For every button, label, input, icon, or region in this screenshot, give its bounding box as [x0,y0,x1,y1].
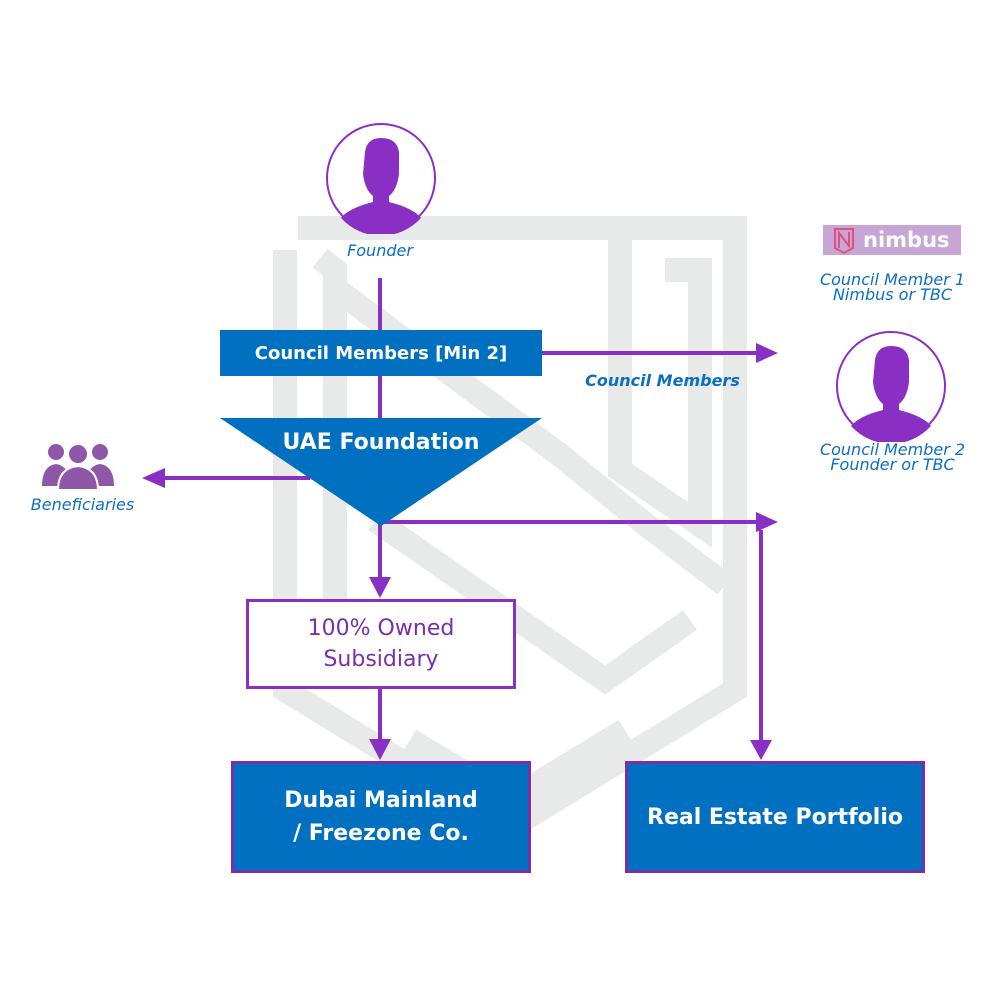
nimbus-logo-icon [834,228,854,254]
real-estate-box-label: Real Estate Portfolio [647,804,903,830]
council-members-arrow-label: Council Members [585,371,740,390]
uae-foundation-triangle[interactable] [220,418,542,528]
person-silhouette-icon [836,331,946,444]
people-group-icon [42,443,114,490]
founder-node [325,122,437,236]
council-members-box-label: Council Members [Min 2] [254,342,508,364]
council-members-box[interactable]: Council Members [Min 2] [220,330,542,376]
nimbus-logo: nimbus [823,225,961,255]
founder-label: Founder [347,241,413,260]
subsidiary-line1: 100% Owned [307,616,455,641]
dubai-mainland-box[interactable]: Dubai Mainland / Freezone Co. [231,761,531,873]
real-estate-portfolio-box[interactable]: Real Estate Portfolio [625,761,925,873]
person-silhouette-icon [326,123,436,236]
council-member-2-node [835,330,947,444]
subsidiary-line2: Subsidiary [323,647,439,672]
council-member-2-line1: Council Member 2 [819,440,966,459]
subsidiary-box[interactable]: 100% Owned Subsidiary [246,599,516,689]
dubai-box-line2: / Freezone Co. [293,821,469,846]
council-member-2-label: Council Member 2 Founder or TBC [800,440,985,474]
beneficiaries-label: Beneficiaries [30,495,135,514]
uae-foundation-label: UAE Foundation [282,430,480,455]
foundation-right-arrowhead [756,512,778,532]
council-member-1-label: Council Member 1 Nimbus or TBC [800,270,985,304]
dubai-arrowhead [369,739,391,760]
council-member-2-line2: Founder or TBC [830,455,955,474]
nimbus-logo-text: nimbus [863,228,950,252]
council-member-1-line1: Council Member 1 [819,270,966,289]
real-estate-arrowhead [750,740,772,760]
council-member-1-line2: Nimbus or TBC [832,285,953,304]
dubai-box-line1: Dubai Mainland [284,788,478,813]
subsidiary-arrowhead [369,577,391,598]
beneficiaries-arrowhead [142,468,165,488]
council-arrowhead [756,343,778,363]
